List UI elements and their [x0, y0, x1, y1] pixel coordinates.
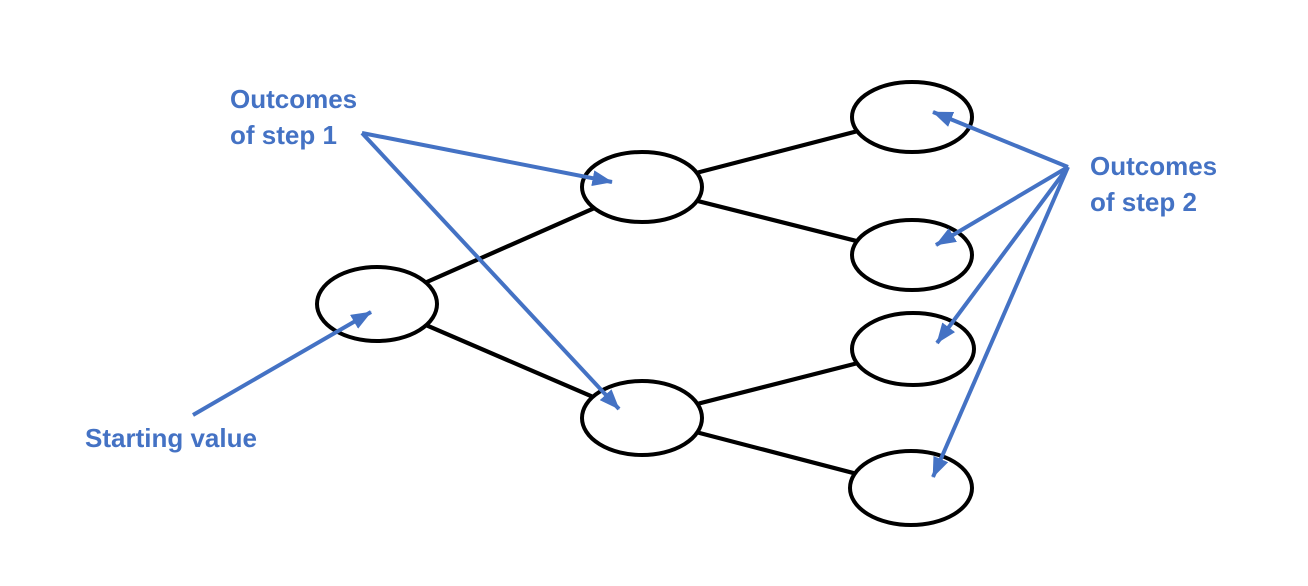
step1-label-arrow-to-down-node — [360, 131, 621, 411]
node-start — [315, 265, 439, 343]
label-outcomes-step2: Outcomes of step 2 — [1090, 148, 1217, 220]
node-step2-outcome-2 — [850, 218, 974, 292]
label-starting-value-text: Starting value — [85, 423, 257, 453]
starting-value-label-arrow — [191, 310, 373, 417]
annotation-arrow-group — [191, 110, 1070, 478]
node-group — [315, 80, 976, 527]
label-outcomes-step1-line2: of step 1 — [230, 120, 337, 150]
step1-label-arrow-to-up-node — [361, 131, 613, 187]
step2-label-arrow-to-outcome-2 — [934, 165, 1070, 247]
label-starting-value: Starting value — [85, 420, 257, 456]
node-step2-outcome-3 — [850, 311, 976, 387]
node-step1-down — [580, 379, 704, 457]
step2-label-arrow-to-outcome-4 — [931, 166, 1070, 478]
label-outcomes-step1: Outcomes of step 1 — [230, 81, 357, 153]
node-step1-up — [580, 150, 704, 224]
label-outcomes-step2-line2: of step 2 — [1090, 187, 1197, 217]
node-step2-outcome-4 — [848, 449, 974, 527]
label-outcomes-step1-line1: Outcomes — [230, 84, 358, 114]
label-outcomes-step2-line1: Outcomes — [1090, 151, 1218, 181]
step2-label-arrow-to-outcome-1 — [932, 110, 1069, 169]
node-step2-outcome-1 — [850, 80, 974, 154]
step2-label-arrow-to-outcome-3 — [935, 165, 1070, 345]
